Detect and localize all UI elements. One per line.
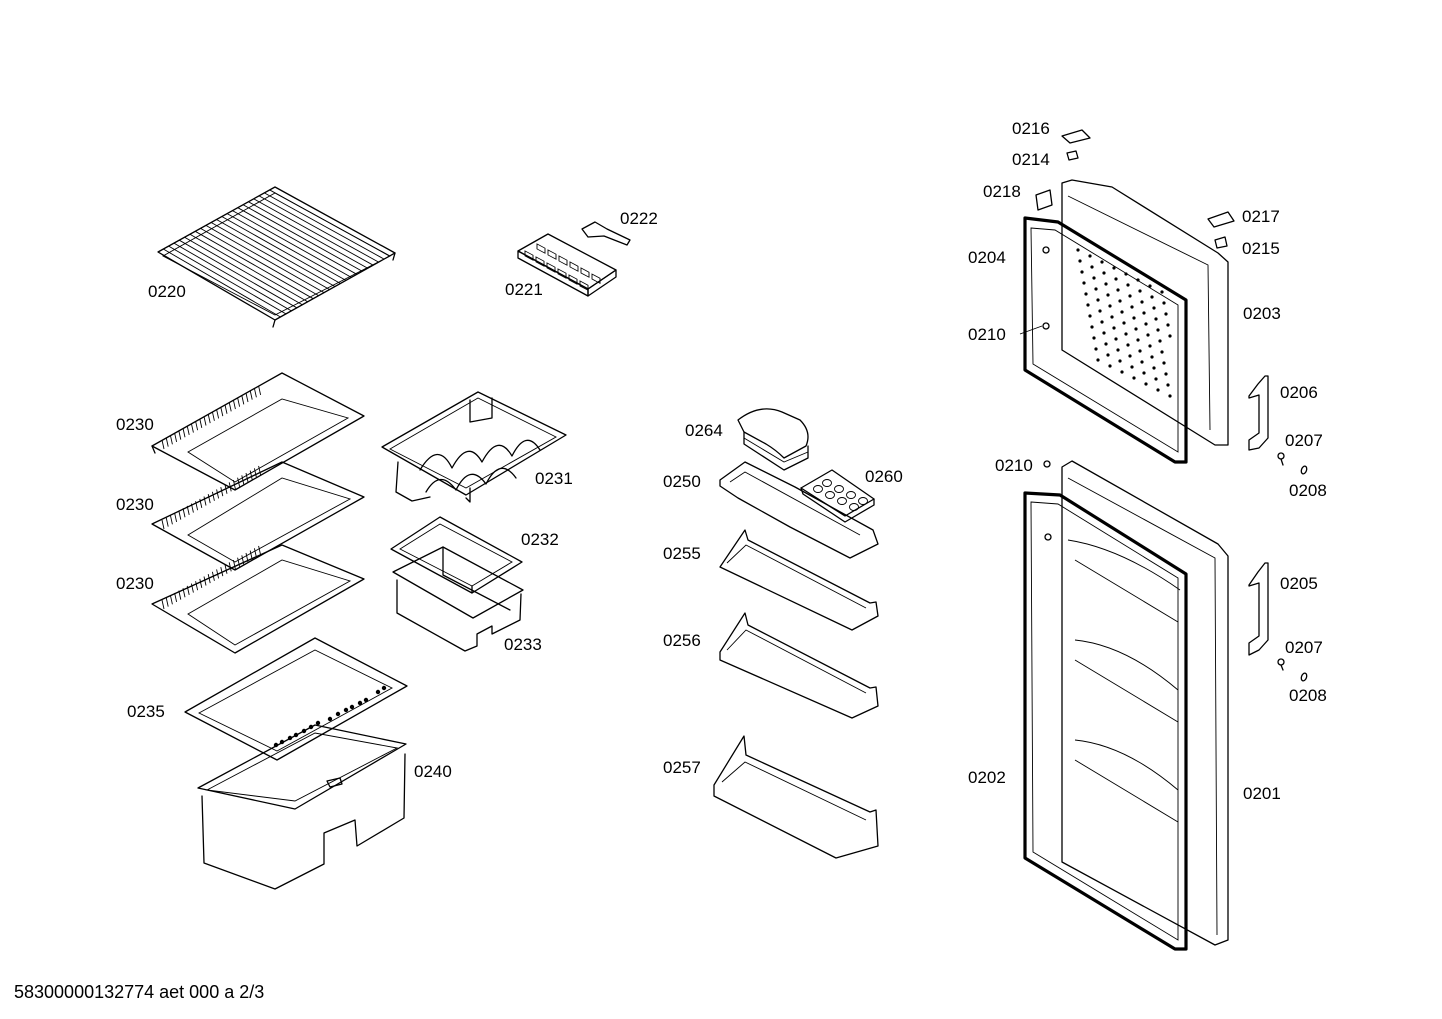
- callout-0233: 0233: [504, 635, 542, 654]
- callout-0218: 0218: [983, 182, 1021, 201]
- vegetable-drawer-0240: [197, 724, 407, 890]
- crisper-drawer-0233: [392, 546, 524, 652]
- callout-0208-upper: 0208: [1289, 481, 1327, 500]
- door-shelf-0255: [719, 529, 879, 631]
- upper-gasket-0204: [1019, 216, 1188, 464]
- callout-0202: 0202: [968, 768, 1006, 787]
- door-shelf-0257: [713, 735, 879, 859]
- callout-0201: 0201: [1243, 784, 1281, 803]
- callout-0232: 0232: [521, 530, 559, 549]
- egg-tray-0260: [800, 469, 875, 523]
- callout-0264: 0264: [685, 421, 723, 440]
- callout-0205: 0205: [1280, 574, 1318, 593]
- callout-0240: 0240: [414, 762, 452, 781]
- screw-0210-middle: [1043, 460, 1051, 468]
- hinge-cover-0216: [1061, 129, 1091, 144]
- callout-0214: 0214: [1012, 150, 1050, 169]
- glass-shelf-0230-top: [151, 372, 365, 491]
- callout-0203: 0203: [1243, 304, 1281, 323]
- screw-0207-lower: [1277, 658, 1285, 671]
- hinge-0206: [1248, 375, 1269, 451]
- pad-0218: [1035, 189, 1053, 211]
- callout-0231: 0231: [535, 469, 573, 488]
- door-shelf-0256: [719, 612, 879, 719]
- callout-0207-upper: 0207: [1285, 431, 1323, 450]
- bottle-rack-0231: [381, 391, 567, 503]
- glass-shelf-0230-bottom: [151, 544, 365, 654]
- callout-0257: 0257: [663, 758, 701, 777]
- callout-0250: 0250: [663, 472, 701, 491]
- hinge-0205: [1248, 562, 1269, 656]
- door-shelf-0250: [719, 461, 879, 559]
- hinge-cover-0217: [1207, 211, 1235, 228]
- callout-0230-middle: 0230: [116, 495, 154, 514]
- callout-0210-upper: 0210: [968, 325, 1006, 344]
- callout-0215: 0215: [1242, 239, 1280, 258]
- hinge-pin-0215: [1214, 236, 1228, 249]
- washer-0208-lower: [1300, 672, 1308, 682]
- callout-0260: 0260: [865, 467, 903, 486]
- callout-0255: 0255: [663, 544, 701, 563]
- callout-0208-lower: 0208: [1289, 686, 1327, 705]
- upper-door-0203: [1061, 179, 1229, 446]
- callout-0216: 0216: [1012, 119, 1050, 138]
- callout-0222: 0222: [620, 209, 658, 228]
- callout-0206: 0206: [1280, 383, 1318, 402]
- callout-0210-middle: 0210: [995, 456, 1033, 475]
- ice-tray-0221: [517, 233, 617, 297]
- lower-gasket-0202: [1023, 491, 1188, 951]
- glass-shelf-0230-middle: [151, 461, 365, 571]
- dairy-lid-0264: [737, 408, 809, 471]
- crisper-glass-0235: [184, 637, 408, 761]
- callout-0220: 0220: [148, 282, 186, 301]
- callout-0204: 0204: [968, 248, 1006, 267]
- wire-rack-0220: [157, 186, 396, 328]
- callout-0256: 0256: [663, 631, 701, 650]
- washer-0208-upper: [1300, 465, 1308, 475]
- callout-0235: 0235: [127, 702, 165, 721]
- ice-scraper-0222: [581, 221, 631, 246]
- callout-0230-bottom: 0230: [116, 574, 154, 593]
- callout-0230-top: 0230: [116, 415, 154, 434]
- callout-0207-lower: 0207: [1285, 638, 1323, 657]
- lower-door-0201: [1061, 460, 1229, 946]
- hinge-pin-0214: [1066, 150, 1079, 161]
- screw-0207-upper: [1277, 452, 1285, 466]
- document-id-footer: 58300000132774 aet 000 a 2/3: [14, 982, 265, 1002]
- callout-0217: 0217: [1242, 207, 1280, 226]
- callout-0221: 0221: [505, 280, 543, 299]
